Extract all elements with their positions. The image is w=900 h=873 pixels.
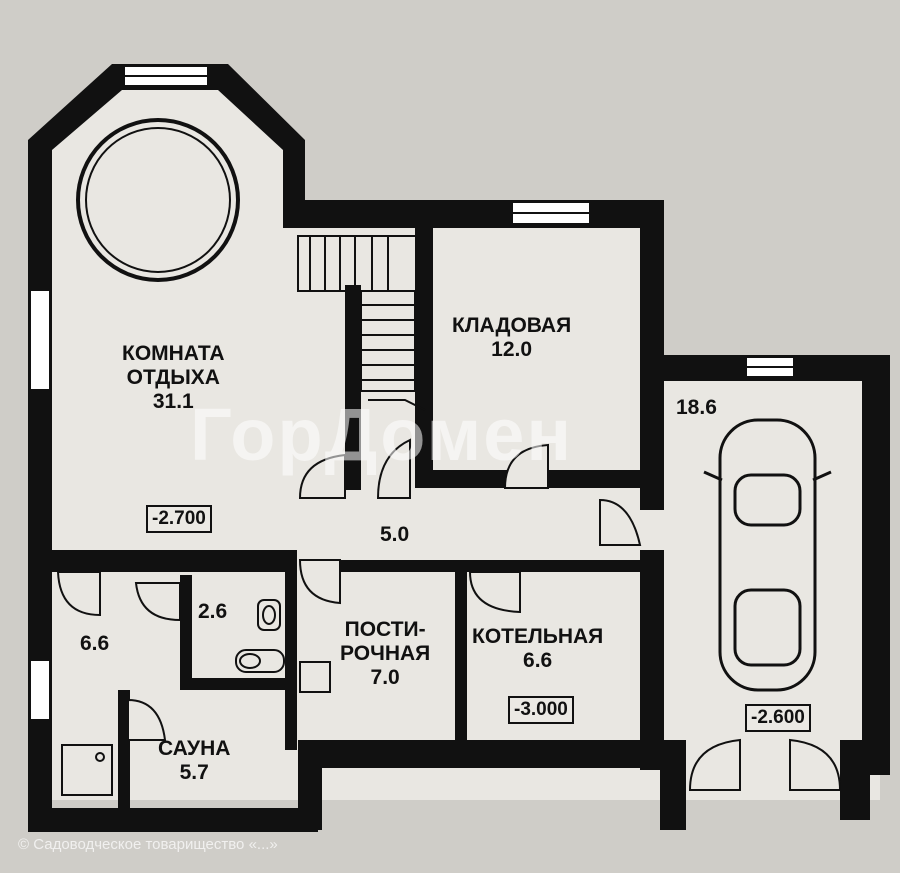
rest-room-elevation: -2.700 xyxy=(146,505,212,533)
door-shower xyxy=(56,571,101,617)
bottom-wall-left xyxy=(28,808,318,832)
windows xyxy=(29,65,795,721)
wc-area: 2.6 xyxy=(198,600,228,623)
rest-room-area: 31.1 xyxy=(152,390,194,413)
interior-walls xyxy=(52,228,663,810)
garage-left-wall xyxy=(640,550,664,770)
door-storage xyxy=(503,443,549,489)
car xyxy=(703,418,832,692)
door-boiler xyxy=(468,571,521,614)
door-laundry xyxy=(298,559,341,605)
hall-bottom-wall xyxy=(300,560,640,572)
staircase xyxy=(297,235,426,411)
rest-room-bottom-wall xyxy=(52,550,297,572)
sauna-label: САУНА 5.7 xyxy=(158,737,230,785)
rest-room-label: КОМНАТА ОТДЫХА 31.1 xyxy=(122,342,225,414)
left-wall xyxy=(28,140,52,830)
sink-bowl xyxy=(262,605,276,625)
garage-left-bottom-wall xyxy=(660,740,686,830)
upper-wall xyxy=(283,200,663,228)
window-left-lower xyxy=(29,659,51,721)
wc-left-wall xyxy=(180,575,192,685)
watermark: ГорДомен xyxy=(190,393,574,476)
sink xyxy=(257,599,281,631)
octagon-wall xyxy=(28,64,305,205)
laundry-right-wall xyxy=(455,565,467,750)
floor-area xyxy=(40,78,880,800)
washer xyxy=(299,661,331,693)
car-body xyxy=(718,418,817,692)
storage-name: КЛАДОВАЯ xyxy=(452,314,572,337)
storage-area: 12.0 xyxy=(491,338,533,361)
window-left xyxy=(29,289,51,391)
round-tub xyxy=(76,118,240,282)
laundry-label: ПОСТИ- РОЧНАЯ 7.0 xyxy=(340,618,430,690)
laundry-area: 7.0 xyxy=(370,666,400,689)
boiler-area: 6.6 xyxy=(523,649,553,672)
sauna-area: 5.7 xyxy=(179,761,209,784)
rest-room-name: КОМНАТА ОТДЫХА xyxy=(122,342,225,389)
storage-left-wall xyxy=(415,228,433,488)
boiler-name: КОТЕЛЬНАЯ xyxy=(472,625,604,648)
bottom-wall-mid xyxy=(298,740,678,768)
hall-area: 5.0 xyxy=(380,523,410,546)
door-stair xyxy=(376,438,411,499)
sauna-name: САУНА xyxy=(158,737,231,760)
garage-right-bottom-wall xyxy=(840,740,870,820)
laundry-name: ПОСТИ- РОЧНАЯ xyxy=(340,618,431,665)
garage-gate-left xyxy=(688,738,741,791)
garage-right-wall xyxy=(862,355,890,775)
garage-gate-right xyxy=(789,738,842,791)
door-hall-left xyxy=(298,453,346,499)
door-wc xyxy=(134,582,181,622)
stair-wall xyxy=(345,285,361,490)
boiler-elevation: -3.000 xyxy=(508,696,574,724)
shower-area: 6.6 xyxy=(80,632,110,655)
storage-label: КЛАДОВАЯ 12.0 xyxy=(452,314,571,362)
shower-tray xyxy=(61,744,113,796)
boiler-label: КОТЕЛЬНАЯ 6.6 xyxy=(472,625,603,673)
toilet xyxy=(235,649,285,673)
door-garage-hall xyxy=(599,498,642,546)
wc-bottom-wall xyxy=(180,678,290,690)
fixtures xyxy=(61,599,331,796)
door-sauna xyxy=(127,698,167,741)
garage-elevation: -2.600 xyxy=(745,704,811,732)
door-swings xyxy=(56,438,842,791)
garage-area: 18.6 xyxy=(676,396,717,419)
wc-right-wall xyxy=(285,560,297,750)
footer-caption: © Садоводческое товарищество «...» xyxy=(18,836,278,853)
